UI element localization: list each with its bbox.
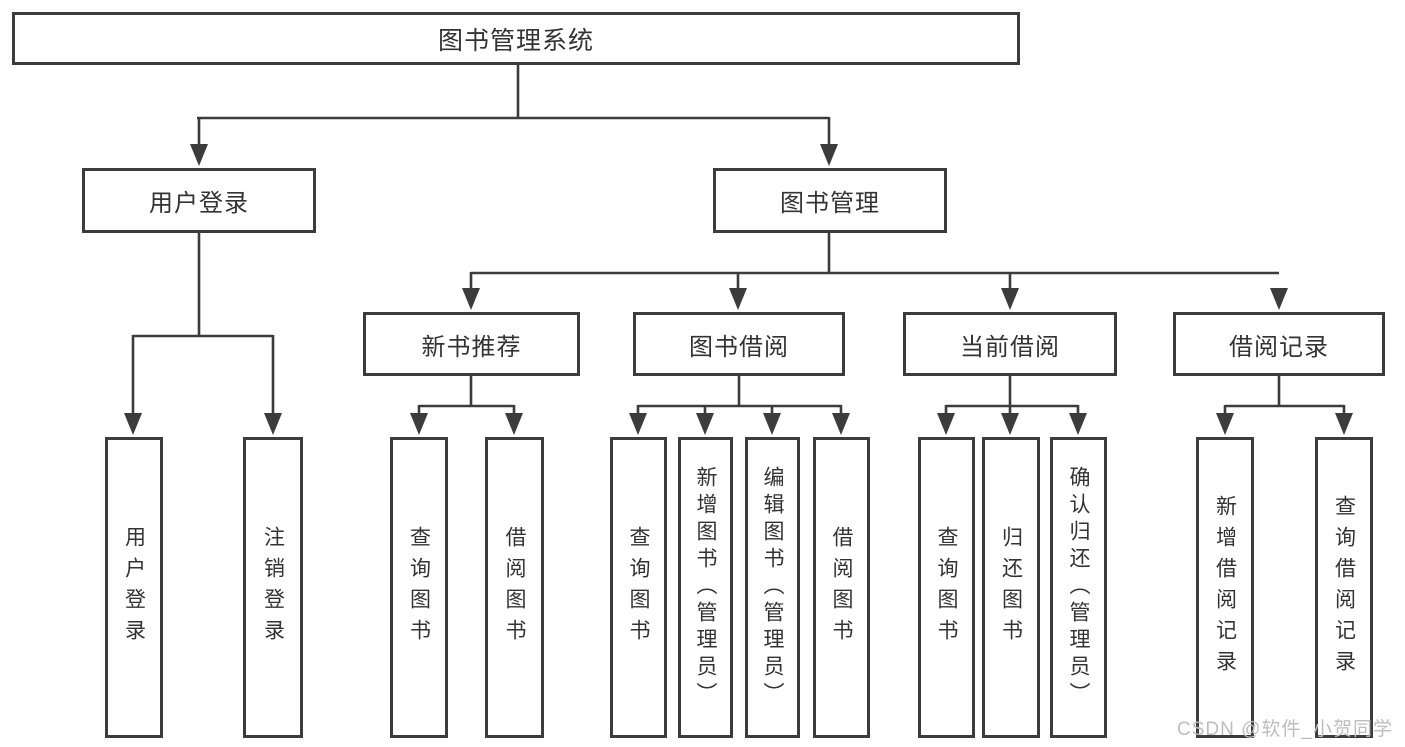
leaf-rec-query-book: 查询图书: [390, 437, 448, 738]
leaf-bb-borrow-book: 借阅图书: [813, 437, 870, 738]
arrowhead: [1270, 288, 1288, 310]
leaf-bh-query-record: 查询借阅记录: [1315, 437, 1373, 738]
node-book-borrow: 图书借阅: [633, 312, 845, 376]
leaf-bh-add-record: 新增借阅记录: [1196, 437, 1254, 738]
node-new-book-recommend: 新书推荐: [363, 312, 580, 376]
leaf-cb-confirm-return-admin: 确认归还（管理员）: [1050, 437, 1107, 738]
leaf-bb-edit-book-admin: 编辑图书（管理员）: [745, 437, 800, 738]
arrowhead: [1069, 413, 1087, 435]
leaf-bb-add-book-admin: 新增图书（管理员）: [678, 437, 733, 738]
leaf-cb-return-book: 归还图书: [982, 437, 1040, 738]
arrowhead: [190, 144, 208, 166]
arrowhead: [264, 413, 282, 435]
arrowhead: [410, 413, 428, 435]
watermark: CSDN @软件_小贺同学: [1177, 719, 1393, 740]
arrowhead: [729, 288, 747, 310]
arrowhead: [1001, 288, 1019, 310]
leaf-logout: 注销登录: [243, 437, 303, 738]
arrowhead: [505, 413, 523, 435]
leaf-cb-query-book: 查询图书: [918, 437, 975, 738]
node-borrow-records: 借阅记录: [1173, 312, 1385, 376]
node-current-borrow: 当前借阅: [903, 312, 1117, 376]
arrowhead: [462, 288, 480, 310]
leaf-bb-query-book: 查询图书: [610, 437, 667, 738]
node-root: 图书管理系统: [12, 12, 1020, 65]
leaf-rec-borrow-book: 借阅图书: [485, 437, 544, 738]
arrowhead: [1216, 413, 1234, 435]
arrowhead: [629, 413, 647, 435]
node-book-management: 图书管理: [713, 168, 947, 233]
arrowhead: [696, 413, 714, 435]
arrowhead: [820, 144, 838, 166]
node-user-login: 用户登录: [82, 168, 316, 233]
arrowhead: [832, 413, 850, 435]
arrowhead: [763, 413, 781, 435]
arrowhead: [124, 413, 142, 435]
arrowhead: [1001, 413, 1019, 435]
arrowhead: [937, 413, 955, 435]
leaf-user-login: 用户登录: [105, 437, 163, 738]
arrowhead: [1335, 413, 1353, 435]
